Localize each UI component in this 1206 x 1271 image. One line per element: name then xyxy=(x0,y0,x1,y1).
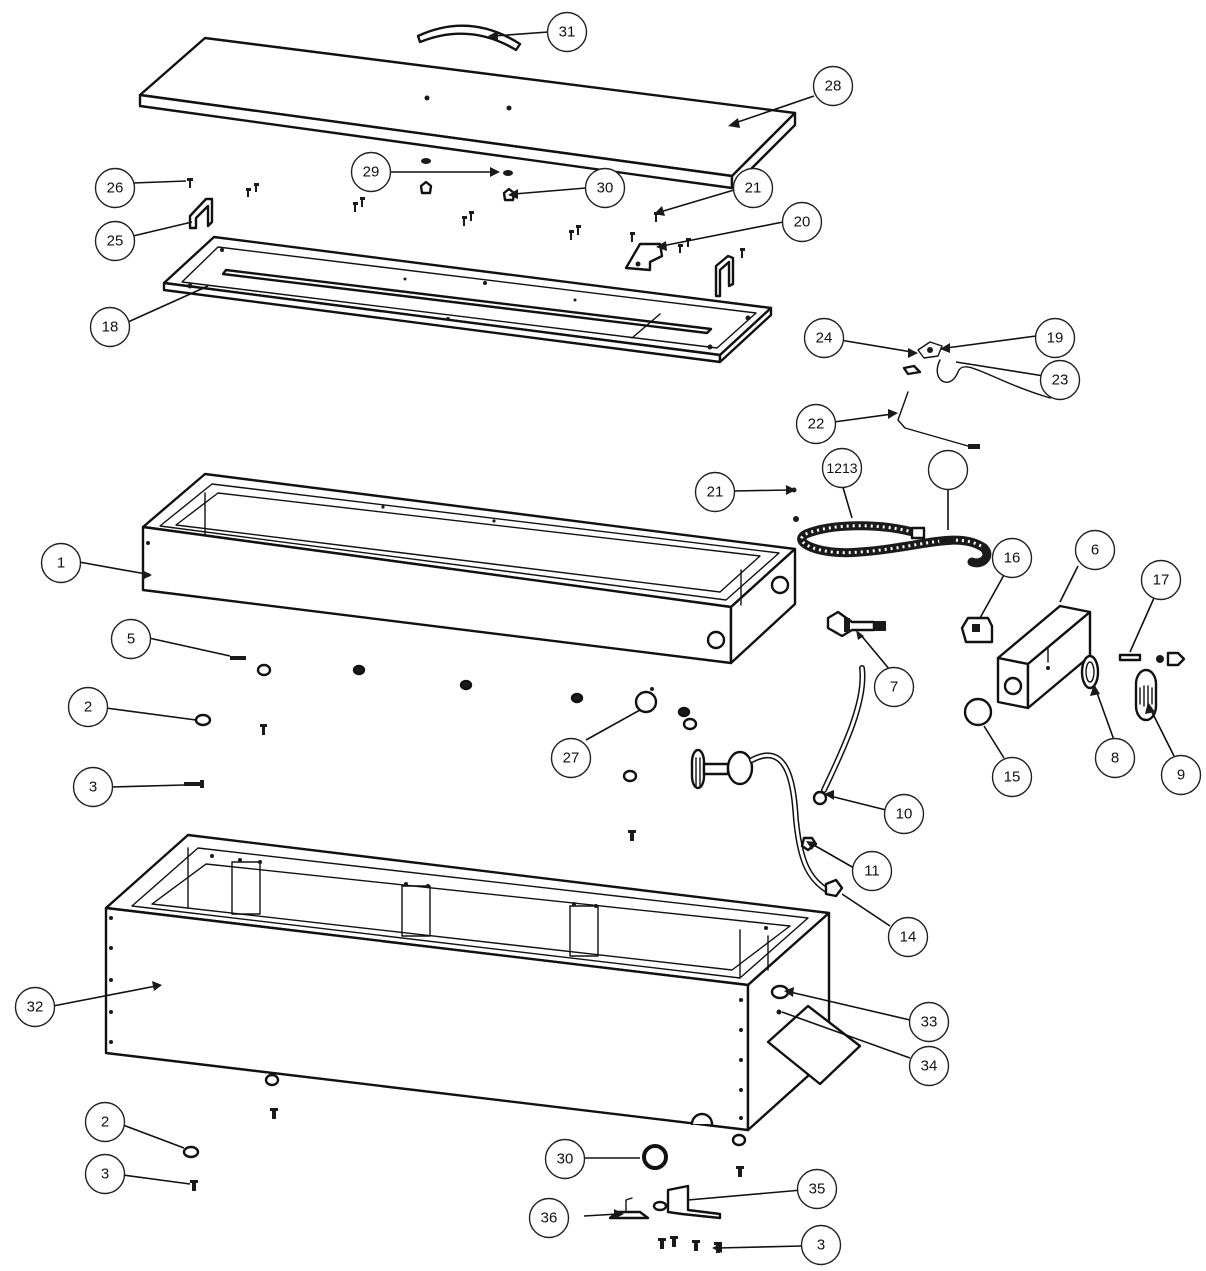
clip-part xyxy=(624,242,664,272)
callout-3-mid: 3 xyxy=(72,766,114,808)
callout-2-bottom: 2 xyxy=(84,1101,126,1143)
svg-text:7: 7 xyxy=(890,679,898,696)
svg-text:34: 34 xyxy=(921,1058,938,1075)
upper-box-part xyxy=(141,472,797,665)
callout-18: 18 xyxy=(89,306,131,348)
callout-27: 27 xyxy=(550,737,592,779)
svg-text:30: 30 xyxy=(557,1151,574,1168)
svg-text:31: 31 xyxy=(559,24,576,41)
callout-3-bottom-left: 3 xyxy=(84,1153,126,1195)
callout-7: 7 xyxy=(873,666,915,708)
svg-text:26: 26 xyxy=(107,180,124,197)
svg-text:1: 1 xyxy=(57,555,65,572)
lid-part xyxy=(138,36,797,190)
svg-text:36: 36 xyxy=(541,1210,558,1227)
burner-frame-part xyxy=(162,235,773,364)
svg-text:2: 2 xyxy=(84,699,92,716)
svg-text:32: 32 xyxy=(27,999,44,1016)
svg-text:27: 27 xyxy=(563,750,580,767)
callout-23: 23 xyxy=(1039,359,1081,401)
gas-hose-part xyxy=(791,487,992,568)
gas-pipe-part xyxy=(812,665,866,806)
svg-text:17: 17 xyxy=(1153,572,1170,589)
handle-part xyxy=(416,24,522,52)
svg-text:33: 33 xyxy=(921,1014,938,1031)
svg-text:8: 8 xyxy=(1111,750,1119,767)
electrode-assembly-part xyxy=(902,341,1051,399)
svg-text:35: 35 xyxy=(809,1181,826,1198)
callout-1213: 1213 xyxy=(821,447,863,489)
svg-text:16: 16 xyxy=(1004,550,1021,567)
svg-text:5: 5 xyxy=(127,631,135,648)
callout-16: 16 xyxy=(991,537,1033,579)
svg-text:19: 19 xyxy=(1047,330,1064,347)
small-hardware xyxy=(184,656,698,841)
svg-text:22: 22 xyxy=(808,416,825,433)
callout-29: 29 xyxy=(350,151,392,193)
svg-text:6: 6 xyxy=(1091,542,1099,559)
callout-19: 19 xyxy=(1034,317,1076,359)
callout-32: 32 xyxy=(14,986,56,1028)
svg-text:21: 21 xyxy=(745,180,762,197)
callout-14: 14 xyxy=(887,916,929,958)
callout-33: 33 xyxy=(908,1001,950,1043)
svg-text:15: 15 xyxy=(1004,769,1021,786)
svg-text:23: 23 xyxy=(1052,372,1069,389)
callout-20: 20 xyxy=(781,201,823,243)
svg-text:28: 28 xyxy=(825,78,842,95)
callout-8: 8 xyxy=(1094,737,1136,779)
svg-text:30: 30 xyxy=(597,180,614,197)
callout-10: 10 xyxy=(883,793,925,835)
callout-5: 5 xyxy=(110,618,152,660)
igniter-part xyxy=(960,616,994,644)
callout-6: 6 xyxy=(1074,529,1116,571)
svg-text:11: 11 xyxy=(864,863,880,880)
svg-text:24: 24 xyxy=(816,330,833,347)
leader-lines xyxy=(52,31,1175,1253)
callout-36: 36 xyxy=(528,1197,570,1239)
callout-22: 22 xyxy=(795,403,837,445)
callout-3-bottom-right: 3 xyxy=(800,1224,842,1266)
callout-30: 30 xyxy=(584,167,626,209)
callout-26: 26 xyxy=(94,167,136,209)
callout-9: 9 xyxy=(1160,754,1202,796)
svg-text:18: 18 xyxy=(102,319,119,336)
regulator-part xyxy=(690,748,844,898)
svg-text:2: 2 xyxy=(101,1114,109,1131)
callout-30-bottom: 30 xyxy=(544,1138,586,1180)
svg-text:14: 14 xyxy=(900,929,917,946)
callout-31: 31 xyxy=(546,11,588,53)
callout-28: 28 xyxy=(812,65,854,107)
lower-box-part xyxy=(104,833,862,1132)
callout-34: 34 xyxy=(908,1045,950,1087)
svg-text:9: 9 xyxy=(1177,767,1185,784)
callout-2-mid: 2 xyxy=(67,686,109,728)
control-housing-part xyxy=(996,604,1092,710)
svg-text:21: 21 xyxy=(707,484,724,501)
svg-text:20: 20 xyxy=(794,214,811,231)
svg-text:3: 3 xyxy=(101,1166,109,1183)
callout-21-mid: 21 xyxy=(694,471,736,513)
callout-24: 24 xyxy=(803,317,845,359)
svg-text:29: 29 xyxy=(363,164,380,181)
callout-17: 17 xyxy=(1140,559,1182,601)
svg-text:3: 3 xyxy=(89,779,97,796)
bottom-hardware xyxy=(182,1073,747,1253)
callout-blank xyxy=(927,449,969,491)
callout-35: 35 xyxy=(796,1168,838,1210)
callout-15: 15 xyxy=(991,756,1033,798)
svg-text:3: 3 xyxy=(817,1237,825,1254)
svg-text:25: 25 xyxy=(107,233,124,250)
callout-11: 11 xyxy=(851,850,893,892)
callout-21-top: 21 xyxy=(732,167,774,209)
bracket-part xyxy=(188,197,735,298)
svg-text:1213: 1213 xyxy=(826,460,857,476)
callout-25: 25 xyxy=(94,220,136,262)
thermocouple-part xyxy=(897,391,980,449)
svg-text:10: 10 xyxy=(896,806,913,823)
valve-part xyxy=(826,610,886,638)
callout-1: 1 xyxy=(40,542,82,584)
